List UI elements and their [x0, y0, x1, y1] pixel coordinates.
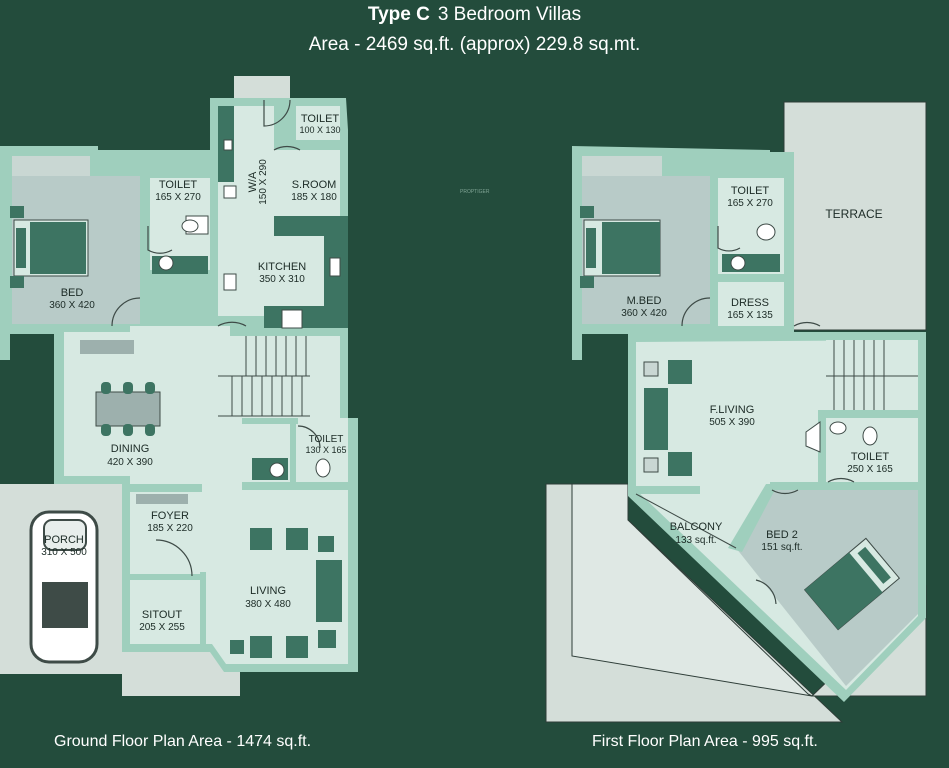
- ff-dress-name: DRESS: [731, 297, 769, 309]
- ff-toilet2-name: TOILET: [851, 451, 890, 463]
- ff-bed2-size: 151 sq.ft.: [761, 542, 802, 553]
- master-bed-icon: [580, 206, 661, 288]
- toilet-1-floor: [296, 106, 340, 144]
- ff-toilet1-size: 165 X 270: [727, 198, 773, 209]
- ground-staircase: [218, 336, 310, 417]
- gf-dining-size: 420 X 390: [107, 457, 153, 468]
- gf-toilet1-name: TOILET: [301, 113, 340, 125]
- gf-toilet3-name: TOILET: [309, 434, 344, 445]
- gf-foyer-size: 185 X 220: [147, 523, 193, 534]
- ff-mbed-size: 360 X 420: [621, 308, 667, 319]
- family-living-sofa-set: [643, 360, 692, 476]
- dining-table-icon: [95, 382, 161, 436]
- ff-toilet2-size: 250 X 165: [847, 464, 893, 475]
- ff-mbed-name: M.BED: [627, 295, 662, 307]
- gf-bed-size: 360 X 420: [49, 300, 95, 311]
- gf-wa-name: W/A: [247, 171, 259, 192]
- bed2-icon: [803, 537, 901, 631]
- ff-terrace-name: TERRACE: [825, 207, 882, 221]
- gf-dining-name: DINING: [111, 443, 150, 455]
- gf-porch-name: PORCH: [44, 534, 84, 546]
- gf-toilet2-size: 165 X 270: [155, 192, 201, 203]
- page-title: Type C 3 Bedroom Villas: [0, 4, 949, 26]
- gf-bed-name: BED: [61, 287, 84, 299]
- dress-floor: [718, 282, 784, 326]
- rear-steps: [234, 76, 290, 98]
- gf-sroom-name: S.ROOM: [292, 179, 337, 191]
- villa-type-label: Type C: [367, 4, 430, 25]
- gf-toilet1-size: 100 X 130: [299, 125, 340, 135]
- gf-toilet2-name: TOILET: [159, 179, 198, 191]
- ff-balcony-name: BALCONY: [670, 521, 723, 533]
- gf-kitchen-size: 350 X 310: [259, 274, 305, 285]
- first-staircase: [826, 340, 918, 410]
- villa-bedroom-label: 3 Bedroom Villas: [437, 4, 582, 25]
- gf-foyer-name: FOYER: [151, 510, 189, 522]
- ground-floor-caption: Ground Floor Plan Area - 1474 sq.ft.: [54, 733, 312, 750]
- ff-fliving-size: 505 X 390: [709, 417, 755, 428]
- gf-kitchen-name: KITCHEN: [258, 261, 306, 273]
- area-subtitle: Area - 2469 sq.ft. (approx) 229.8 sq.mt.: [308, 34, 641, 55]
- first-floor-plan: TERRACE TOILET 165 X 270 M.BED 360 X 420…: [545, 101, 927, 723]
- gf-sroom-size: 185 X 180: [291, 192, 337, 203]
- gf-porch-size: 310 X 500: [41, 547, 87, 558]
- terrace-area: [783, 101, 927, 331]
- gf-sitout-name: SITOUT: [142, 609, 182, 621]
- gf-sitout-size: 205 X 255: [139, 622, 185, 633]
- gf-toilet3-size: 130 X 165: [305, 445, 346, 455]
- ground-floor-plan: TOILET 100 X 130 TOILET 165 X 270 W/A 15…: [0, 76, 358, 696]
- ff-fliving-name: F.LIVING: [710, 404, 755, 416]
- watermark: PROPTIGER: [460, 189, 490, 195]
- gf-wa-size: 150 X 290: [258, 159, 269, 205]
- gf-living-name: LIVING: [250, 585, 286, 597]
- ff-toilet1-name: TOILET: [731, 185, 770, 197]
- ff-balcony-size: 133 sq.ft.: [675, 535, 716, 546]
- ff-bed2-name: BED 2: [766, 529, 798, 541]
- bed-icon: [10, 206, 89, 288]
- first-floor-caption: First Floor Plan Area - 995 sq.ft.: [592, 733, 818, 750]
- living-sofa-set: [230, 528, 342, 658]
- gf-living-size: 380 X 480: [245, 599, 291, 610]
- ff-dress-size: 165 X 135: [727, 310, 773, 321]
- car-icon: [29, 510, 99, 664]
